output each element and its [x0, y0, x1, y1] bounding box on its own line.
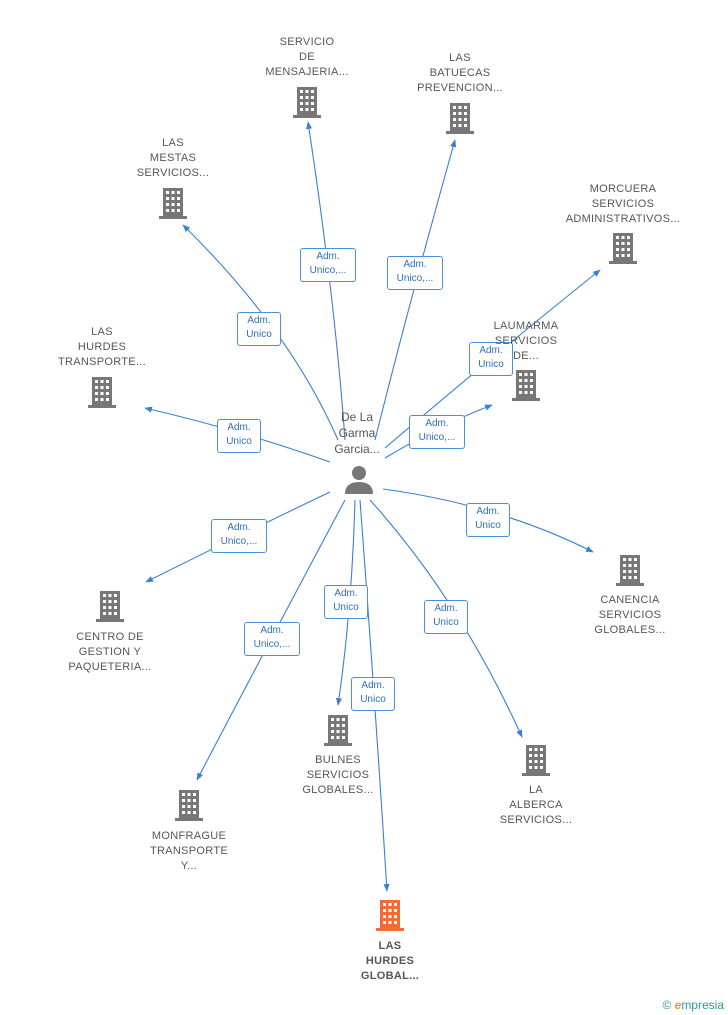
building-icon-las-batuecas-prevencion[interactable] [446, 103, 474, 134]
company-label-centro-de-gestion[interactable]: CENTRO DE GESTION Y PAQUETERIA... [68, 631, 152, 673]
role-badge-laumarma-servicios: Adm. Unico,... [409, 415, 465, 449]
role-badge-monfrague-transporte: Adm. Unico,... [244, 622, 300, 656]
building-icon-laumarma-servicios[interactable] [512, 370, 540, 401]
building-icon-las-mestas-servicios[interactable] [159, 188, 187, 219]
role-badge-las-hurdes-transporte: Adm. Unico [217, 419, 261, 453]
building-icon-bulnes-servicios[interactable] [324, 715, 352, 746]
role-badge-canencia-servicios: Adm. Unico [466, 503, 510, 537]
edge-las-batuecas-prevencion [374, 139, 457, 441]
empresia-brand: © empresia [662, 998, 724, 1012]
company-label-la-alberca-servicios[interactable]: LA ALBERCA SERVICIOS... [499, 784, 573, 826]
building-icon-las-hurdes-global[interactable] [376, 900, 404, 931]
role-badge-servicio-de-mensajeria: Adm. Unico,... [300, 248, 356, 282]
building-icon-las-hurdes-transporte[interactable] [88, 377, 116, 408]
company-label-canencia-servicios[interactable]: CANENCIA SERVICIOS GLOBALES... [594, 594, 666, 636]
building-icon-morcuera-servicios[interactable] [609, 233, 637, 264]
role-badge-la-alberca-servicios: Adm. Unico [424, 600, 468, 634]
role-badge-bulnes-servicios: Adm. Unico [324, 585, 368, 619]
role-badge-centro-de-gestion: Adm. Unico,... [211, 519, 267, 553]
person-name[interactable]: De La Garma Garcia... [334, 410, 380, 456]
company-label-bulnes-servicios[interactable]: BULNES SERVICIOS GLOBALES... [302, 754, 374, 796]
company-label-las-batuecas-prevencion[interactable]: LAS BATUECAS PREVENCION... [417, 52, 503, 94]
building-icon-servicio-de-mensajeria[interactable] [293, 87, 321, 118]
person-icon[interactable] [343, 464, 375, 496]
company-label-las-mestas-servicios[interactable]: LAS MESTAS SERVICIOS... [136, 137, 210, 179]
company-label-las-hurdes-transporte[interactable]: LAS HURDES TRANSPORTE... [57, 326, 147, 368]
edge-servicio-de-mensajeria [305, 121, 346, 441]
building-icon-monfrague-transporte[interactable] [175, 790, 203, 821]
company-label-las-hurdes-global[interactable]: LAS HURDES GLOBAL... [360, 940, 420, 982]
role-badge-morcuera-servicios: Adm. Unico [469, 342, 513, 376]
role-badge-las-batuecas-prevencion: Adm. Unico,... [387, 256, 443, 290]
copyright-icon: © [662, 998, 672, 1012]
building-icon-la-alberca-servicios[interactable] [522, 745, 550, 776]
building-icon-centro-de-gestion[interactable] [96, 591, 124, 622]
company-label-servicio-de-mensajeria[interactable]: SERVICIO DE MENSAJERIA... [265, 36, 349, 78]
company-label-monfrague-transporte[interactable]: MONFRAGUE TRANSPORTE Y... [150, 830, 228, 872]
company-label-laumarma-servicios[interactable]: LAUMARMA SERVICIOS DE... [493, 320, 559, 362]
company-label-morcuera-servicios[interactable]: MORCUERA SERVICIOS ADMINISTRATIVOS... [565, 183, 681, 225]
role-badge-las-hurdes-global: Adm. Unico [351, 677, 395, 711]
building-icon-canencia-servicios[interactable] [616, 555, 644, 586]
role-badge-las-mestas-servicios: Adm. Unico [237, 312, 281, 346]
